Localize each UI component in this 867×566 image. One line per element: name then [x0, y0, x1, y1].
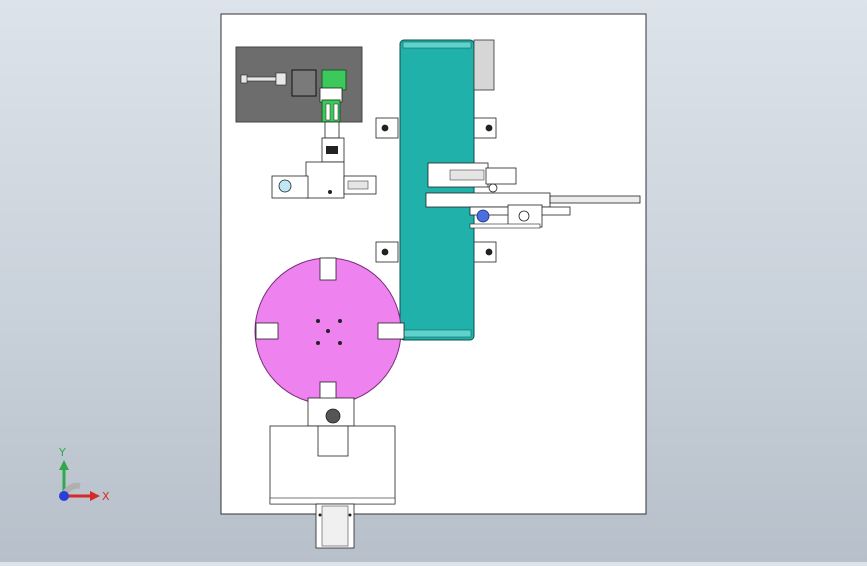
- z-axis-icon: [59, 491, 69, 501]
- conveyor-beam: [399, 39, 495, 341]
- coordinate-triad-icon: Y X: [40, 436, 120, 516]
- linear-actuator: [425, 162, 641, 229]
- x-label: X: [102, 490, 110, 503]
- mounting-brackets: [375, 117, 497, 263]
- y-arrow-icon: [59, 460, 69, 470]
- feeder-unit: [269, 397, 396, 549]
- x-arrow-icon: [90, 491, 100, 501]
- y-label: Y: [58, 446, 66, 459]
- slide-block: [271, 161, 377, 199]
- gripper-module: [235, 46, 363, 163]
